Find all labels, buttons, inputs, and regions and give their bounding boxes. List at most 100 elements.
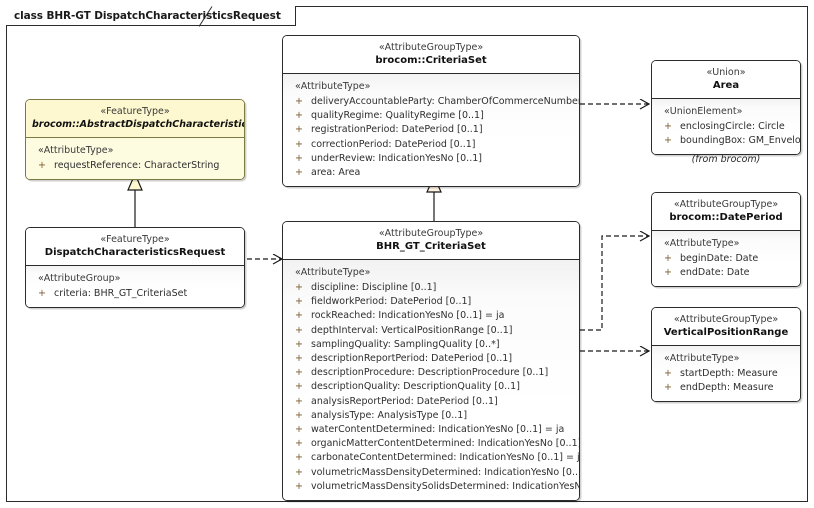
attribute-row: + endDepth: Measure: [656, 381, 796, 395]
attribute-visibility: +: [664, 253, 672, 264]
attribute-visibility: +: [295, 296, 303, 308]
attribute-row: + carbonateContentDetermined: Indication…: [287, 451, 579, 465]
class-abstract-dispatch-characteristics-request[interactable]: «FeatureType» brocom::AbstractDispatchCh…: [25, 99, 245, 181]
attribute-text: waterContentDetermined: IndicationYesNo …: [311, 424, 565, 436]
class-name: Area: [712, 80, 740, 91]
attribute-text: registrationPeriod: DatePeriod [0..1]: [311, 124, 483, 136]
class-name: brocom::CriteriaSet: [375, 55, 487, 66]
attribute-visibility: +: [664, 121, 672, 132]
class-stereotype: «AttributeGroupType»: [673, 199, 779, 210]
attribute-text: depthInterval: VerticalPositionRange [0.…: [311, 324, 513, 336]
attribute-text: endDate: Date: [680, 267, 750, 279]
class-bhr-gt-criteria-set[interactable]: «AttributeGroupType» BHR_GT_CriteriaSet …: [282, 221, 580, 502]
compartment-stereotype: «AttributeGroup»: [38, 273, 121, 284]
attribute-row: + qualityRegime: QualityRegime [0..1]: [287, 109, 575, 123]
class-header: «FeatureType» brocom::AbstractDispatchCh…: [26, 100, 244, 138]
class-attributes: «AttributeType» + deliveryAccountablePar…: [283, 74, 579, 187]
class-header: «AttributeGroupType» brocom::DatePeriod: [652, 193, 800, 231]
attribute-text: correctionPeriod: DatePeriod [0..1]: [311, 138, 476, 150]
attribute-row: + criteria: BHR_GT_CriteriaSet: [30, 287, 240, 301]
attribute-visibility: +: [295, 324, 303, 336]
attribute-text: analysisReportPeriod: DatePeriod [0..1]: [311, 395, 498, 407]
attribute-visibility: +: [295, 138, 303, 150]
attribute-row: + rockReached: IndicationYesNo [0..1] = …: [287, 309, 575, 323]
attribute-text: volumetricMassDensityDetermined: Indicat…: [311, 466, 579, 478]
class-attributes: «AttributeType» + requestReference: Char…: [26, 138, 244, 180]
attribute-text: endDepth: Measure: [680, 382, 774, 394]
attribute-row: + volumetricMassDensitySolidsDetermined:…: [287, 480, 579, 494]
attribute-text: descriptionProcedure: DescriptionProcedu…: [311, 367, 549, 379]
attribute-row: + analysisType: AnalysisType [0..1]: [287, 409, 575, 423]
attribute-row: + requestReference: CharacterString: [30, 159, 240, 173]
compartment-stereotype: «AttributeType»: [295, 81, 371, 92]
attribute-visibility: +: [295, 338, 303, 350]
attribute-row: + registrationPeriod: DatePeriod [0..1]: [287, 123, 575, 137]
attribute-text: analysisType: AnalysisType [0..1]: [311, 409, 468, 421]
attribute-text: area: Area: [311, 167, 361, 179]
class-dispatch-characteristics-request[interactable]: «FeatureType» DispatchCharacteristicsReq…: [25, 227, 245, 309]
attribute-visibility: +: [664, 267, 672, 279]
attribute-row: + beginDate: Date: [656, 252, 796, 266]
class-name: brocom::AbstractDispatchCharacteristicsR…: [32, 119, 244, 130]
attribute-text: enclosingCircle: Circle: [680, 121, 785, 132]
attribute-visibility: +: [295, 395, 303, 407]
attribute-visibility: +: [295, 452, 303, 464]
class-area[interactable]: «Union» Area «UnionElement» + enclosingC…: [651, 60, 801, 156]
compartment-stereotype: «AttributeType»: [295, 267, 371, 278]
attribute-text: deliveryAccountableParty: ChamberOfComme…: [311, 96, 580, 107]
attribute-visibility: +: [295, 152, 303, 164]
attribute-text: rockReached: IndicationYesNo [0..1] = ja: [311, 310, 505, 322]
attribute-visibility: +: [664, 135, 672, 147]
class-attributes: «AttributeType» + discipline: Discipline…: [283, 260, 579, 501]
attribute-row: + descriptionQuality: DescriptionQuality…: [287, 380, 575, 394]
class-attributes: «AttributeGroup» + criteria: BHR_GT_Crit…: [26, 266, 244, 308]
class-stereotype: «FeatureType»: [100, 234, 170, 245]
class-date-period[interactable]: «AttributeGroupType» brocom::DatePeriod …: [651, 192, 801, 288]
attribute-row: + deliveryAccountableParty: ChamberOfCom…: [287, 95, 579, 109]
attribute-text: samplingQuality: SamplingQuality [0..*]: [311, 338, 500, 350]
attribute-text: beginDate: Date: [680, 253, 759, 264]
class-header: «AttributeGroupType» BHR_GT_CriteriaSet: [283, 222, 579, 260]
attribute-row: + samplingQuality: SamplingQuality [0..*…: [287, 338, 575, 352]
compartment-stereotype: «AttributeType»: [664, 353, 740, 364]
diagram-title-tab-slant: [199, 6, 215, 27]
attribute-row: + discipline: Discipline [0..1]: [287, 281, 575, 295]
class-header: «FeatureType» DispatchCharacteristicsReq…: [26, 228, 244, 266]
attribute-visibility: +: [295, 367, 303, 379]
attribute-row: + underReview: IndicationYesNo [0..1]: [287, 152, 575, 166]
class-header: «AttributeGroupType» VerticalPositionRan…: [652, 308, 800, 346]
attribute-visibility: +: [664, 368, 672, 379]
class-brocom-criteria-set[interactable]: «AttributeGroupType» brocom::CriteriaSet…: [282, 35, 580, 188]
attribute-row: + enclosingCircle: Circle: [656, 120, 796, 134]
attribute-visibility: +: [295, 353, 303, 365]
attribute-visibility: +: [664, 382, 672, 394]
attribute-text: fieldworkPeriod: DatePeriod [0..1]: [311, 296, 472, 308]
class-stereotype: «AttributeGroupType»: [673, 314, 779, 325]
attribute-visibility: +: [295, 480, 303, 492]
attribute-text: criteria: BHR_GT_CriteriaSet: [54, 288, 188, 299]
class-vertical-position-range[interactable]: «AttributeGroupType» VerticalPositionRan…: [651, 307, 801, 403]
attribute-visibility: +: [295, 466, 303, 478]
attribute-text: descriptionQuality: DescriptionQuality […: [311, 381, 520, 393]
diagram-title: class BHR-GT DispatchCharacteristicsRequ…: [14, 9, 281, 22]
class-header: «Union» Area: [652, 61, 800, 99]
class-name: VerticalPositionRange: [663, 327, 789, 338]
attribute-text: volumetricMassDensitySolidsDetermined: I…: [311, 480, 580, 492]
class-attributes: «AttributeType» + beginDate: Date + endD…: [652, 231, 800, 287]
class-stereotype: «AttributeGroupType»: [378, 228, 484, 239]
attribute-text: startDepth: Measure: [680, 368, 778, 379]
attribute-row: + waterContentDetermined: IndicationYesN…: [287, 423, 575, 437]
attribute-text: qualityRegime: QualityRegime [0..1]: [311, 110, 484, 122]
class-stereotype: «Union»: [706, 67, 746, 78]
class-name: BHR_GT_CriteriaSet: [376, 241, 486, 252]
attribute-text: boundingBox: GM_Envelope: [680, 135, 801, 147]
area-package-note: (from brocom): [691, 154, 761, 165]
attribute-text: requestReference: CharacterString: [54, 160, 220, 171]
diagram-frame: [6, 6, 808, 502]
attribute-visibility: +: [295, 310, 303, 322]
attribute-row: + descriptionReportPeriod: DatePeriod [0…: [287, 352, 575, 366]
class-name: DispatchCharacteristicsRequest: [44, 247, 226, 258]
attribute-visibility: +: [295, 438, 303, 450]
class-attributes: «UnionElement» + enclosingCircle: Circle…: [652, 99, 801, 155]
